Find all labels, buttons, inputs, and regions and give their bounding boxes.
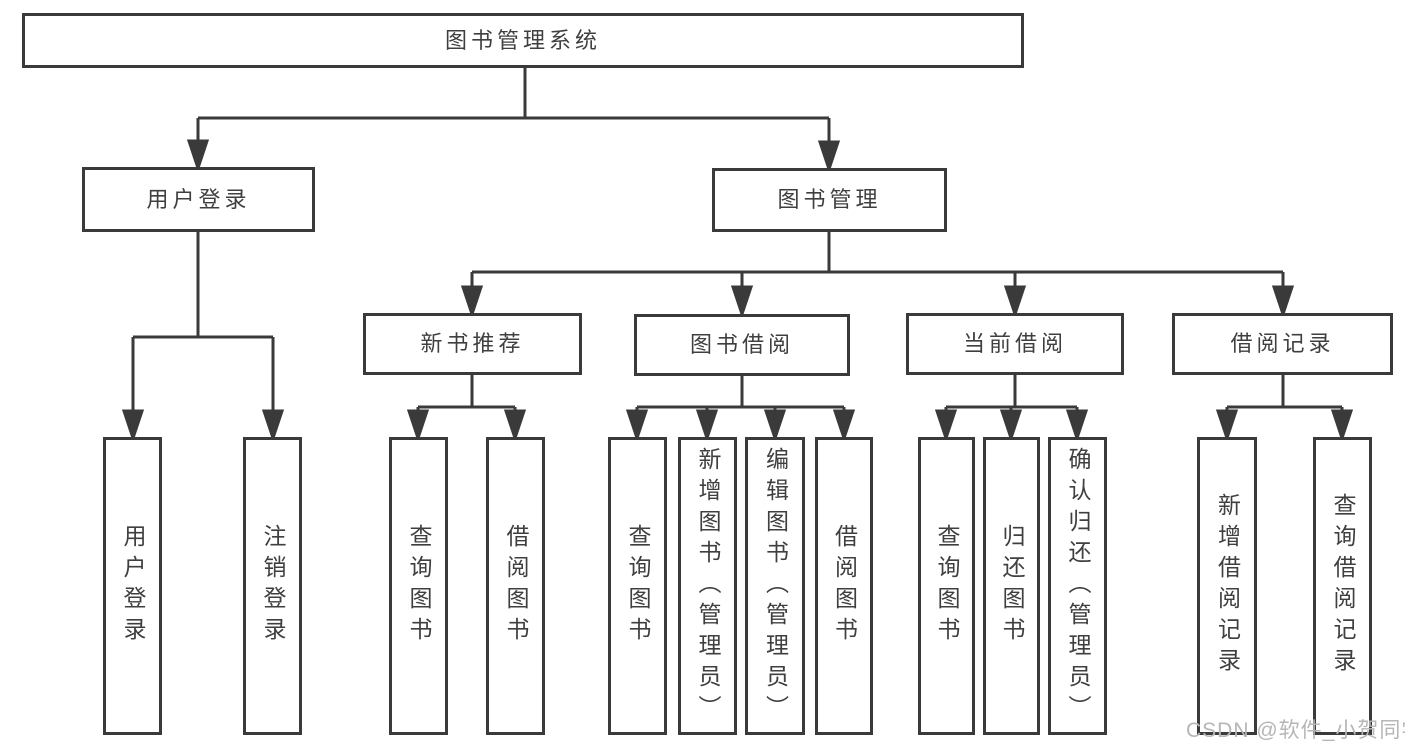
leaf-logout-label: 注销登录	[260, 524, 286, 648]
leaf-add-borrow-record: 新增借阅记录	[1197, 437, 1257, 735]
csdn-watermark: CSDN @软件_小贺同学	[1186, 719, 1405, 742]
leaf-add-borrow-record-label: 新增借阅记录	[1214, 493, 1241, 679]
node-new-book-recommend: 新书推荐	[363, 313, 582, 375]
leaf-query-books-current-label: 查询图书	[934, 524, 960, 648]
leaf-query-books-borrowing-label: 查询图书	[625, 524, 651, 648]
node-borrowing-records: 借阅记录	[1172, 313, 1393, 375]
leaf-borrow-books-borrowing: 借阅图书	[815, 437, 873, 735]
connector-new-book-recommend-to-leaves	[406, 375, 527, 443]
node-current-borrowing-label: 当前借阅	[962, 331, 1067, 356]
node-current-borrowing: 当前借阅	[906, 313, 1124, 375]
leaf-query-borrow-record: 查询借阅记录	[1313, 437, 1372, 735]
node-book-borrowing-label: 图书借阅	[689, 332, 794, 357]
leaf-add-book-admin-label: 新增图书（管理员）	[695, 446, 721, 726]
node-user-login: 用户登录	[82, 167, 315, 232]
node-borrowing-records-label: 借阅记录	[1230, 331, 1335, 356]
leaf-confirm-return-admin-label: 确认归还（管理员）	[1065, 446, 1091, 726]
leaf-add-book-admin: 新增图书（管理员）	[678, 437, 737, 735]
node-user-login-label: 用户登录	[146, 186, 251, 212]
leaf-return-books: 归还图书	[983, 437, 1040, 735]
leaf-borrow-books-recommend-label: 借阅图书	[503, 524, 529, 648]
node-book-management-label: 图书管理	[777, 187, 882, 212]
connector-root-to-level2	[186, 68, 841, 174]
leaf-borrow-books-recommend: 借阅图书	[486, 437, 545, 735]
leaf-query-books-recommend: 查询图书	[389, 437, 448, 735]
leaf-query-books-current: 查询图书	[918, 437, 975, 735]
leaf-user-login: 用户登录	[103, 437, 162, 735]
leaf-confirm-return-admin: 确认归还（管理员）	[1048, 437, 1107, 735]
node-new-book-recommend-label: 新书推荐	[420, 331, 525, 356]
leaf-logout: 注销登录	[243, 437, 302, 735]
leaf-edit-book-admin: 编辑图书（管理员）	[745, 437, 805, 735]
connector-book-management-to-level3	[460, 232, 1295, 319]
connector-borrowing-records-to-leaves	[1215, 375, 1354, 443]
leaf-query-borrow-record-label: 查询借阅记录	[1330, 493, 1356, 679]
connector-user-login-to-leaves	[121, 232, 285, 443]
node-library-system-label: 图书管理系统	[444, 27, 601, 53]
connector-current-borrowing-to-leaves	[934, 375, 1089, 443]
leaf-user-login-label: 用户登录	[120, 524, 146, 648]
leaf-query-books-borrowing: 查询图书	[608, 437, 667, 735]
node-library-system: 图书管理系统	[22, 13, 1024, 68]
leaf-return-books-label: 归还图书	[999, 524, 1025, 648]
leaf-edit-book-admin-label: 编辑图书（管理员）	[762, 446, 789, 726]
node-book-borrowing: 图书借阅	[634, 314, 850, 376]
leaf-borrow-books-borrowing-label: 借阅图书	[831, 524, 858, 648]
leaf-query-books-recommend-label: 查询图书	[406, 524, 432, 648]
node-book-management: 图书管理	[712, 168, 947, 232]
connector-book-borrowing-to-leaves	[625, 376, 856, 443]
